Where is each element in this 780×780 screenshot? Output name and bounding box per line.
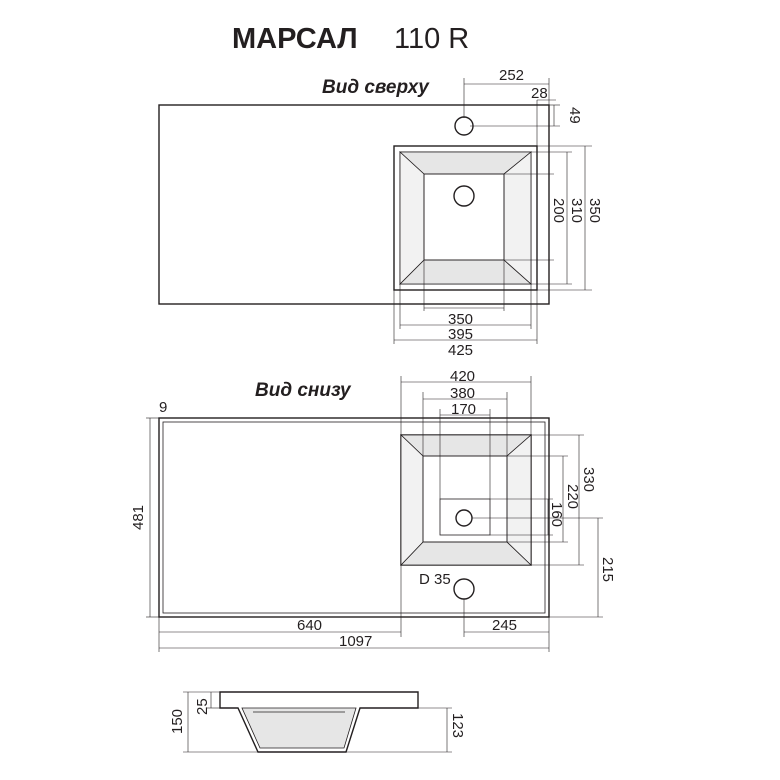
dim-160: 160 — [548, 502, 565, 527]
bottom-view: D 35 420 380 170 9 481 330 220 160 — [130, 368, 616, 652]
dim-380: 380 — [450, 385, 475, 402]
dim-9: 9 — [159, 399, 167, 416]
dim-640: 640 — [297, 617, 322, 634]
model-size: 110 R — [394, 23, 469, 55]
drain-plate — [439, 498, 491, 536]
dim-25: 25 — [194, 698, 211, 715]
dim-395-h: 395 — [448, 326, 473, 343]
drain-hole-top — [453, 185, 475, 207]
top-view: 252 28 49 350 310 200 350 395 — [158, 67, 603, 359]
bowl-inner — [423, 173, 505, 261]
section-view: 150 25 123 — [169, 691, 466, 753]
dim-d35: D 35 — [419, 571, 451, 588]
dim-150: 150 — [169, 709, 186, 734]
bottom-view-outline — [158, 417, 550, 618]
dim-420: 420 — [450, 368, 475, 385]
top-view-label: Вид сверху — [322, 77, 430, 98]
model-name: МАРСАЛ — [232, 23, 358, 55]
bottom-view-rim — [162, 421, 546, 614]
dim-350-h: 350 — [448, 311, 473, 328]
dim-49: 49 — [566, 107, 583, 124]
bottom-view-label: Вид снизу — [255, 380, 352, 401]
dim-310-v: 310 — [568, 198, 585, 223]
dim-123: 123 — [449, 713, 466, 738]
dim-170: 170 — [451, 401, 476, 418]
tap-hole-bottom — [453, 578, 475, 600]
dim-245: 245 — [492, 617, 517, 634]
dim-220: 220 — [564, 484, 581, 509]
dim-28: 28 — [531, 85, 548, 102]
dim-200-v: 200 — [550, 198, 567, 223]
dim-252: 252 — [499, 67, 524, 84]
dim-350-v: 350 — [586, 198, 603, 223]
dim-1097: 1097 — [339, 633, 372, 650]
dim-330: 330 — [580, 467, 597, 492]
bowl-outer — [393, 145, 538, 291]
dim-425-h: 425 — [448, 342, 473, 359]
dim-215: 215 — [599, 557, 616, 582]
dim-481: 481 — [130, 505, 147, 530]
drain-hole-bottom — [455, 509, 473, 527]
